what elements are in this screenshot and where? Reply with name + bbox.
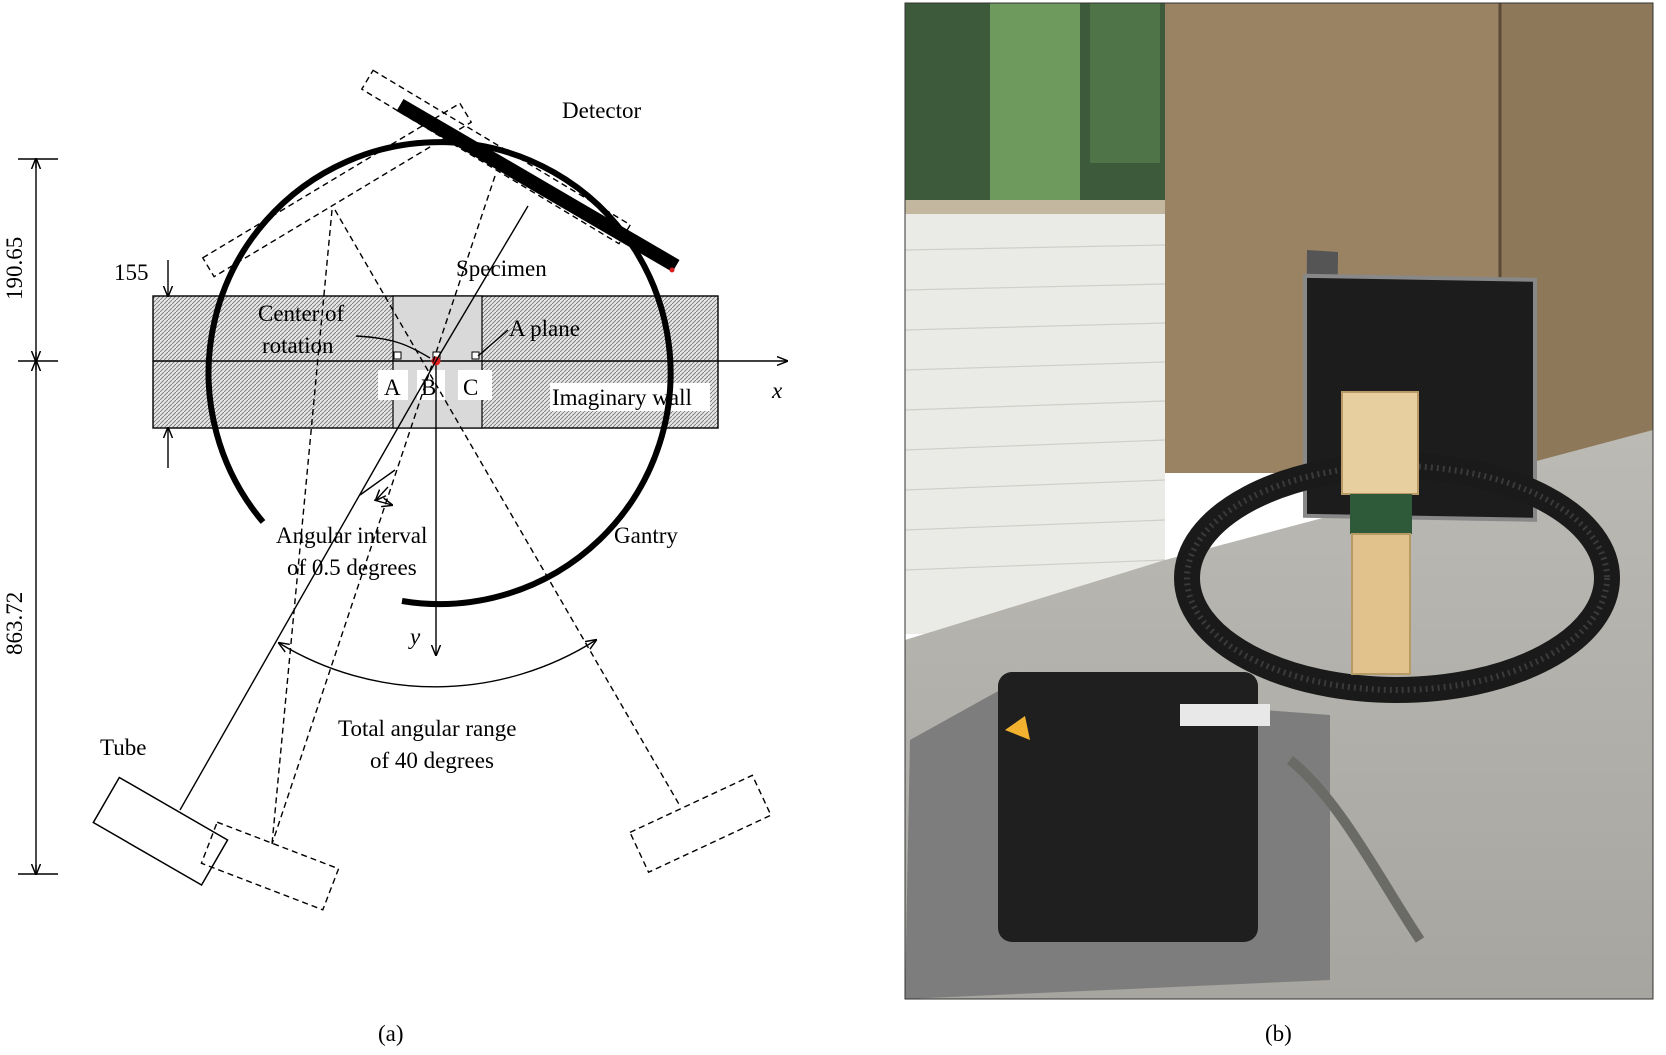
label-angular-interval-2: of 0.5 degrees — [287, 555, 417, 580]
label-tube: Tube — [100, 735, 146, 760]
label-x-axis: x — [771, 378, 783, 403]
label-total-range-1: Total angular range — [338, 716, 516, 741]
label-gantry: Gantry — [614, 523, 678, 548]
angular-range-arc — [279, 640, 596, 688]
label-a-plane: A plane — [509, 316, 580, 341]
detector-outline-left — [201, 102, 473, 278]
tube-solid — [92, 776, 229, 887]
label-point-b: B — [421, 375, 436, 400]
label-specimen: Specimen — [456, 256, 547, 281]
dimension-863-72: 863.72 — [2, 592, 27, 655]
label-detector: Detector — [562, 98, 642, 123]
label-imaginary-wall: Imaginary wall — [552, 385, 692, 410]
label-point-a: A — [384, 375, 401, 400]
dimension-155: 155 — [114, 260, 149, 285]
tube-outline-right — [629, 774, 772, 874]
dimension-lines — [18, 159, 168, 874]
label-center-of-rotation-1: Center of — [258, 301, 345, 326]
panel-a-schematic: Detector Specimen Center of rotation A p… — [2, 69, 787, 1046]
label-total-range-2: of 40 degrees — [370, 748, 494, 773]
caption-b: (b) — [1265, 1021, 1292, 1046]
detector-bar — [396, 98, 680, 273]
label-y-axis: y — [408, 624, 421, 649]
label-center-of-rotation-2: rotation — [262, 333, 334, 358]
gantry-ring — [205, 139, 674, 608]
dimension-190-65: 190.65 — [2, 237, 27, 300]
panel-b-photo: (b) — [904, 2, 1654, 1046]
label-angular-interval-1: Angular interval — [276, 523, 427, 548]
caption-a: (a) — [378, 1021, 404, 1046]
tube-outline-left — [200, 821, 340, 911]
label-point-c: C — [463, 375, 478, 400]
